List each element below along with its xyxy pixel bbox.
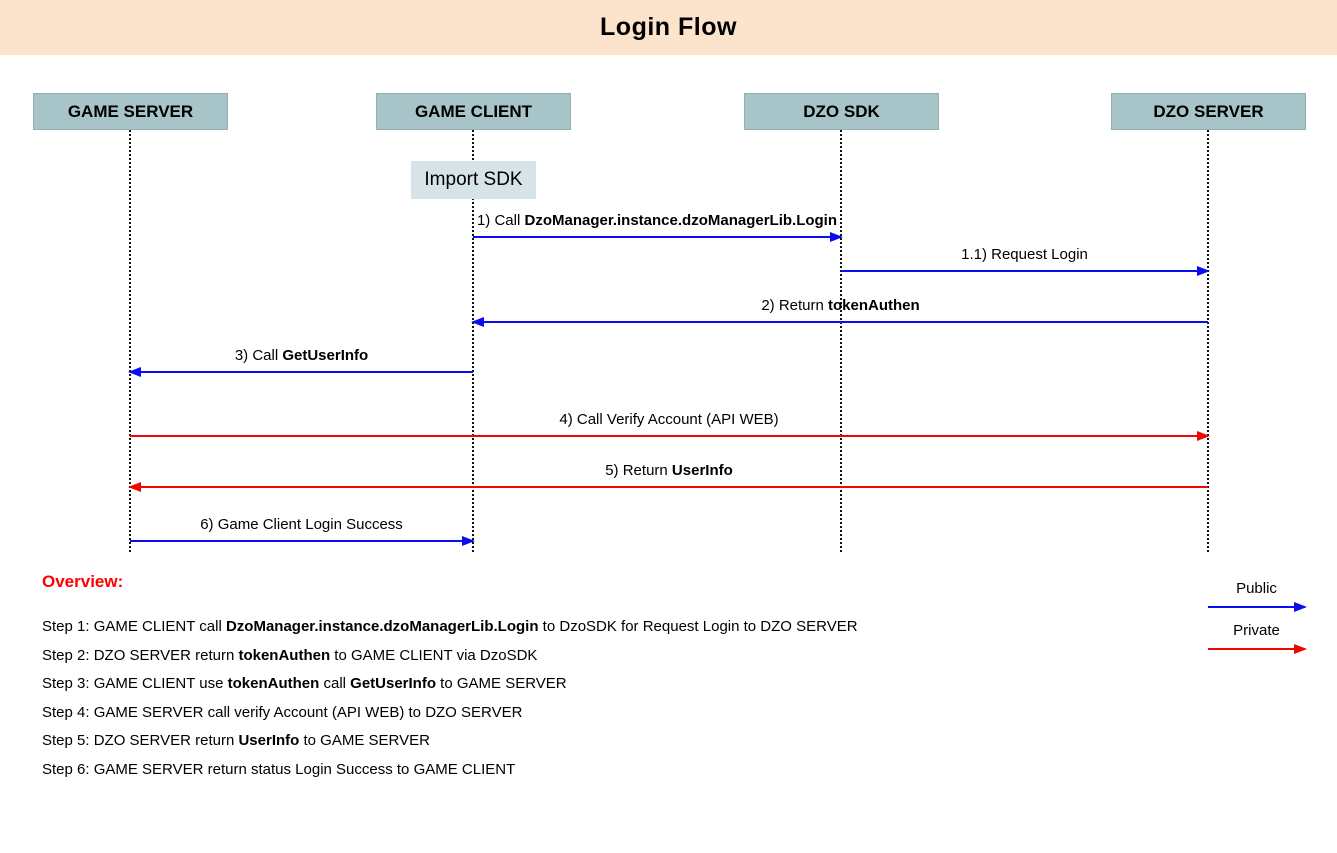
- message-label: 1.1) Request Login: [961, 246, 1088, 263]
- overview-step-5: Step 5: DZO SERVER return UserInfo to GA…: [42, 732, 430, 749]
- message-arrow: [128, 367, 473, 377]
- message-arrow: [841, 266, 1210, 276]
- title-bar: Login Flow: [0, 0, 1337, 55]
- overview-step-1: Step 1: GAME CLIENT call DzoManager.inst…: [42, 618, 858, 635]
- arrowhead-icon: [462, 536, 475, 546]
- page-title: Login Flow: [600, 13, 737, 41]
- arrowhead-icon: [830, 232, 843, 242]
- arrowhead-icon: [471, 317, 484, 327]
- arrowhead-icon: [1294, 644, 1307, 654]
- actor-game-client: GAME CLIENT: [376, 93, 571, 130]
- lifeline-game-client: [472, 130, 474, 552]
- legend-private-label: Private: [1233, 622, 1280, 639]
- message-label: 3) Call GetUserInfo: [234, 347, 369, 364]
- message-label: 2) Return tokenAuthen: [761, 297, 920, 314]
- overview-step-6: Step 6: GAME SERVER return status Login …: [42, 760, 516, 778]
- message-label: 5) Return UserInfo: [605, 462, 733, 479]
- lifeline-game-server: [129, 130, 131, 552]
- note-import-sdk: Import SDK: [411, 161, 536, 199]
- note-label: Import SDK: [424, 169, 523, 190]
- message-5: 5) Return UserInfo: [128, 462, 1208, 492]
- legend: Public Private: [1208, 580, 1307, 664]
- legend-private: Private: [1208, 622, 1307, 654]
- message-4: 4) Call Verify Account (API WEB): [130, 411, 1210, 441]
- actor-label: DZO SERVER: [1153, 101, 1264, 121]
- overview-heading: Overview:: [42, 572, 124, 591]
- legend-public: Public: [1208, 580, 1307, 612]
- message-arrow: [130, 431, 1210, 441]
- actor-label: GAME CLIENT: [414, 101, 533, 121]
- arrowhead-icon: [1197, 431, 1210, 441]
- arrowhead-icon: [128, 367, 141, 377]
- lifeline-dzo-sdk: [840, 130, 842, 552]
- message-label: 1) Call DzoManager.instance.dzoManagerLi…: [476, 212, 838, 229]
- message-2: 2) Return tokenAuthen: [471, 297, 1208, 327]
- arrowhead-icon: [128, 482, 141, 492]
- message-arrow: [471, 317, 1208, 327]
- message-3: 3) Call GetUserInfo: [128, 347, 473, 377]
- message-1: 1) Call DzoManager.instance.dzoManagerLi…: [473, 212, 843, 242]
- actor-dzo-sdk: DZO SDK: [744, 93, 939, 130]
- legend-private-arrow: [1208, 644, 1307, 654]
- legend-public-label: Public: [1236, 580, 1277, 597]
- message-1-1: 1.1) Request Login: [841, 246, 1210, 276]
- message-arrow: [128, 482, 1208, 492]
- arrowhead-icon: [1294, 602, 1307, 612]
- lifeline-dzo-server: [1207, 130, 1209, 552]
- actor-label: GAME SERVER: [67, 101, 194, 121]
- legend-public-arrow: [1208, 602, 1307, 612]
- overview-step-4: Step 4: GAME SERVER call verify Account …: [42, 703, 523, 721]
- actor-dzo-server: DZO SERVER: [1111, 93, 1306, 130]
- overview-section: Overview: Step 1: GAME CLIENT call DzoMa…: [42, 572, 1142, 789]
- message-label: 4) Call Verify Account (API WEB): [559, 411, 779, 428]
- actor-label: DZO SDK: [803, 101, 880, 121]
- actor-game-server: GAME SERVER: [33, 93, 228, 130]
- overview-step-2: Step 2: DZO SERVER return tokenAuthen to…: [42, 646, 538, 664]
- message-arrow: [130, 536, 475, 546]
- message-label: 6) Game Client Login Success: [200, 516, 403, 533]
- arrowhead-icon: [1197, 266, 1210, 276]
- overview-step-3: Step 3: GAME CLIENT use tokenAuthen call…: [42, 675, 567, 692]
- message-arrow: [473, 232, 843, 242]
- message-6: 6) Game Client Login Success: [130, 516, 475, 546]
